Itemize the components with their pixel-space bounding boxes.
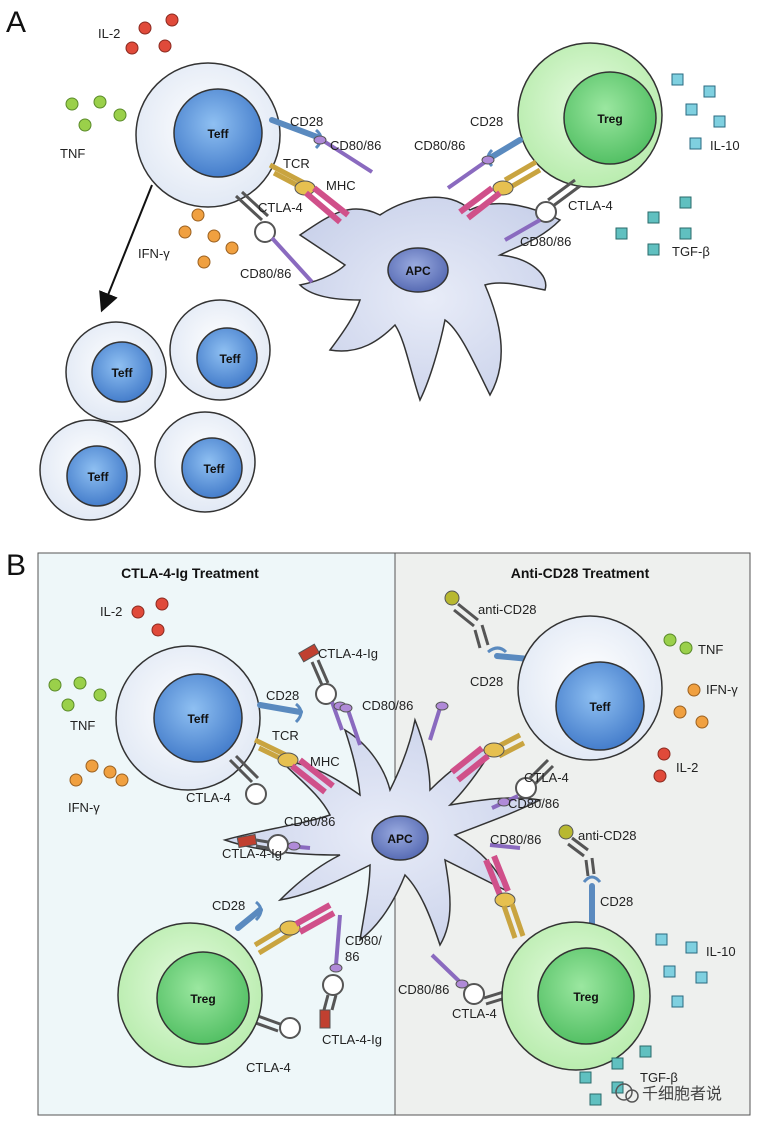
mhc-label-b: MHC bbox=[310, 754, 340, 769]
cd8086-label-a-left-bottom: CD80/86 bbox=[240, 266, 291, 281]
treg-label-a: Treg bbox=[597, 112, 622, 126]
panel-a: A IL-2 TNF Teff bbox=[6, 6, 740, 521]
teff-progeny-3: Teff bbox=[87, 470, 109, 484]
teff-cell-b-right: Teff bbox=[517, 615, 663, 761]
tgfb-label-b: TGF-β bbox=[640, 1070, 678, 1085]
cd28-label-b-treg-left: CD28 bbox=[212, 898, 245, 913]
ifng-cytokines-b-right bbox=[673, 683, 709, 729]
teff-cell-a: Teff bbox=[135, 62, 281, 208]
il10-cytokines-b bbox=[655, 933, 708, 1008]
tgfb-cytokines-a bbox=[615, 196, 692, 256]
panel-b: B CTLA-4-Ig Treatment Anti-CD28 Treatmen… bbox=[6, 549, 751, 1116]
il10-cytokines-a bbox=[671, 73, 726, 150]
teff-progeny-4: Teff bbox=[203, 462, 225, 476]
teff-label-b-left: Teff bbox=[187, 712, 209, 726]
treg-cell-b-left: Treg bbox=[117, 922, 263, 1068]
apc-label-b: APC bbox=[387, 832, 413, 846]
ctla4-label-b-treg-left: CTLA-4 bbox=[246, 1060, 291, 1075]
tnf-cytokines-b-right bbox=[663, 633, 693, 655]
treg-label-b-left: Treg bbox=[190, 992, 215, 1006]
wechat-icon bbox=[615, 1083, 633, 1101]
treg-receptors-a bbox=[446, 137, 581, 242]
ctla4-label-b-right: CTLA-4 bbox=[524, 770, 569, 785]
cd28-label-b-left: CD28 bbox=[266, 688, 299, 703]
cd8086-label-a-right-bottom: CD80/86 bbox=[520, 234, 571, 249]
receptors-b-right bbox=[430, 732, 602, 1006]
treg-label-b-right: Treg bbox=[573, 990, 598, 1004]
cd28-receptor-a-right bbox=[487, 137, 523, 161]
teff-progeny-1: Teff bbox=[111, 366, 133, 380]
cd28-label-a-left: CD28 bbox=[290, 114, 323, 129]
ifng-label-b-right: IFN-γ bbox=[706, 682, 738, 697]
apc-cell-a: APC bbox=[298, 196, 562, 402]
cd80-label-b-split-2: 86 bbox=[345, 949, 359, 964]
cd8086-ligand-a2 bbox=[270, 236, 314, 284]
tgfb-label-a: TGF-β bbox=[672, 244, 710, 259]
panel-a-letter: A bbox=[6, 6, 26, 39]
il10-label-b: IL-10 bbox=[706, 944, 736, 959]
tnf-cytokines-a bbox=[65, 95, 127, 132]
cd8086-label-b-mid-left: CD80/86 bbox=[284, 814, 335, 829]
il2-label-b-left: IL-2 bbox=[100, 604, 122, 619]
panel-b-left-title: CTLA-4-Ig Treatment bbox=[121, 565, 259, 581]
cd8086-label-b-center: CD80/86 bbox=[362, 698, 413, 713]
cd8086-ligand-a1 bbox=[320, 138, 374, 174]
ifng-cytokines-b-left bbox=[69, 759, 129, 787]
cd8086-label-b-right-2: CD80/86 bbox=[490, 832, 541, 847]
ctla4-label-b-left: CTLA-4 bbox=[186, 790, 231, 805]
mhc-molecule-a bbox=[304, 190, 342, 225]
teff-progeny-2: Teff bbox=[219, 352, 241, 366]
ifng-cytokines-a bbox=[178, 208, 239, 269]
cd28-receptor-a bbox=[269, 117, 323, 141]
ctla4ig-label-b-top: CTLA-4-Ig bbox=[318, 646, 378, 661]
treg-cell-b-right: Treg bbox=[501, 921, 651, 1071]
ctla4-label-a-right: CTLA-4 bbox=[568, 198, 613, 213]
ifng-label-b-left: IFN-γ bbox=[68, 800, 100, 815]
ifng-label-a: IFN-γ bbox=[138, 246, 170, 261]
il2-cytokines-a bbox=[125, 13, 179, 55]
treg-cell-a: Treg bbox=[517, 42, 663, 188]
watermark: 千细胞者说 bbox=[615, 1083, 722, 1103]
tnf-label-a: TNF bbox=[60, 146, 85, 161]
ctla4-label-a-left: CTLA-4 bbox=[258, 200, 303, 215]
receptors-b-left bbox=[228, 643, 449, 1039]
anti-cd28-label-top: anti-CD28 bbox=[478, 602, 537, 617]
ctla4-receptor-a bbox=[234, 194, 264, 222]
teff-label-a: Teff bbox=[207, 127, 229, 141]
cd28-label-b-right-top: CD28 bbox=[470, 674, 503, 689]
cd80-label-b-split-1: CD80/ bbox=[345, 933, 382, 948]
proliferation-arrow bbox=[99, 184, 153, 313]
cd28-label-b-right-mid: CD28 bbox=[600, 894, 633, 909]
ctla4ig-label-b-mid: CTLA-4-Ig bbox=[222, 846, 282, 861]
il10-label-a: IL-10 bbox=[710, 138, 740, 153]
il2-cytokines-b-left bbox=[131, 597, 169, 637]
il2-label-a: IL-2 bbox=[98, 26, 120, 41]
watermark-text: 千细胞者说 bbox=[642, 1084, 722, 1103]
mhc-label-a: MHC bbox=[326, 178, 356, 193]
il2-cytokines-b-right bbox=[653, 747, 671, 783]
cd8086-label-b-right-bottom: CD80/86 bbox=[398, 982, 449, 997]
il2-label-b-right: IL-2 bbox=[676, 760, 698, 775]
teff-progeny-a: Teff Teff Teff Teff bbox=[39, 299, 271, 521]
tcr-label-a: TCR bbox=[283, 156, 310, 171]
teff-receptors-a bbox=[234, 117, 374, 284]
teff-label-b-right: Teff bbox=[589, 700, 611, 714]
cd8086-label-a-right-top: CD80/86 bbox=[414, 138, 465, 153]
tnf-label-b-right: TNF bbox=[698, 642, 723, 657]
panel-b-letter: B bbox=[6, 549, 26, 582]
ctla4-label-b-right-bottom: CTLA-4 bbox=[452, 1006, 497, 1021]
cd8086-label-b-right-1: CD80/86 bbox=[508, 796, 559, 811]
apc-label-a: APC bbox=[405, 264, 431, 278]
cd8086-label-a-left-top: CD80/86 bbox=[330, 138, 381, 153]
cd28-label-a-right: CD28 bbox=[470, 114, 503, 129]
teff-cell-b-left: Teff bbox=[115, 645, 261, 791]
anti-cd28-label-mid: anti-CD28 bbox=[578, 828, 637, 843]
tnf-label-b-left: TNF bbox=[70, 718, 95, 733]
tcr-label-b: TCR bbox=[272, 728, 299, 743]
panel-b-right-title: Anti-CD28 Treatment bbox=[511, 565, 650, 581]
tnf-cytokines-b-left bbox=[48, 676, 107, 712]
ctla4ig-label-b-bottom: CTLA-4-Ig bbox=[322, 1032, 382, 1047]
